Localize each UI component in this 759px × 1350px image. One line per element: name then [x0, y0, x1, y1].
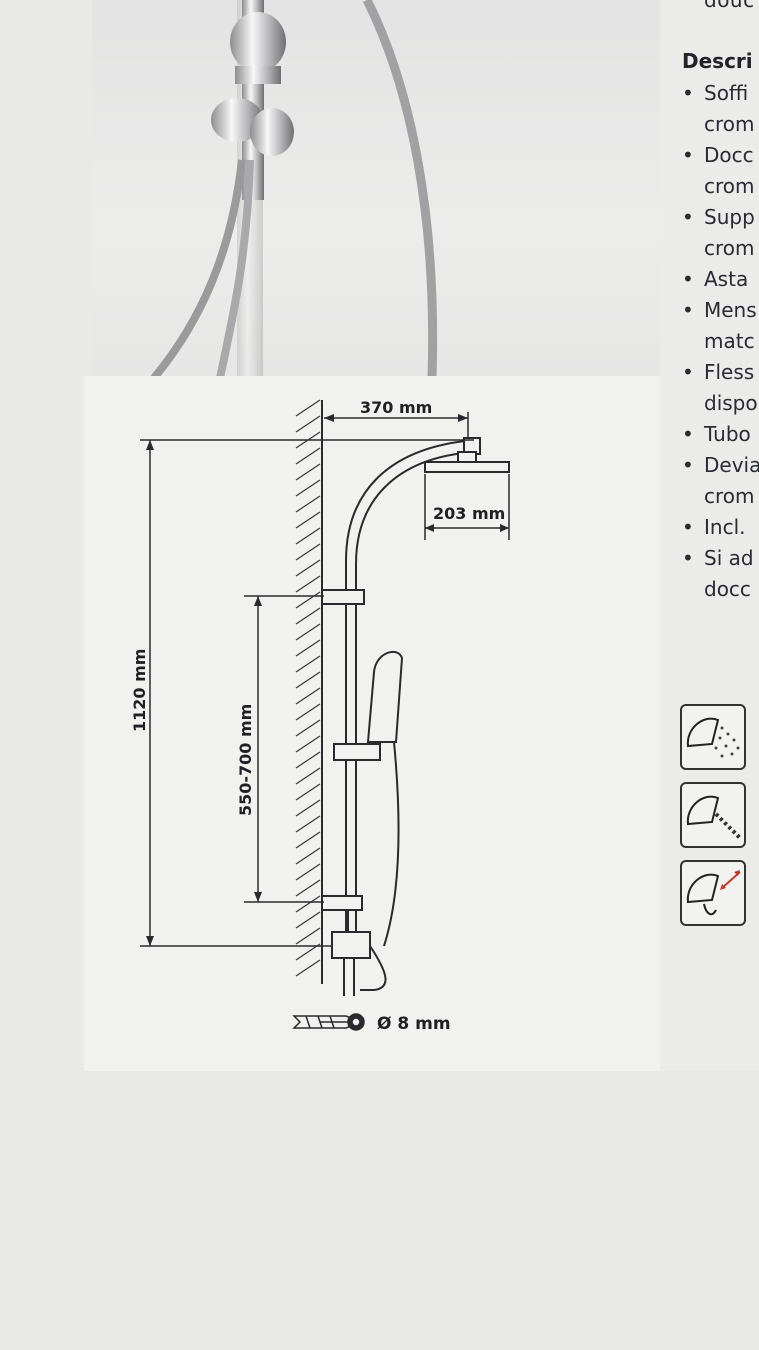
dimension-total-height [140, 439, 474, 947]
shower-massage-jet-icon [680, 782, 746, 848]
list-item: •Supp [682, 205, 755, 229]
function-icons [680, 704, 746, 938]
description-column: douc Descri •Soffi crom •Docc crom •Supp… [660, 0, 759, 1082]
list-item: •Incl. [682, 515, 746, 539]
shower-spray-icon [680, 704, 746, 770]
technical-drawing: 370 mm 203 mm 1120 mm 550-700 mm [84, 376, 660, 1071]
dimension-bar-range [244, 595, 324, 903]
description-heading: Descri [682, 49, 753, 73]
width-label: 370 mm [360, 398, 432, 417]
dimension-width [324, 412, 469, 438]
list-item-continuation: crom [704, 484, 755, 508]
feature-list: •Soffi crom •Docc crom •Supp crom •Asta … [682, 78, 759, 605]
dimension-diagram: 370 mm 203 mm 1120 mm 550-700 mm [130, 398, 510, 1034]
wall-hatching [295, 399, 323, 984]
wall-anchor-icon [292, 1013, 365, 1031]
bar-range-label: 550-700 mm [236, 704, 255, 816]
page-margin [0, 1071, 759, 1350]
list-item-continuation: dispo [704, 391, 758, 415]
list-item: •Tubo [682, 422, 751, 446]
list-item: •Fless [682, 360, 755, 384]
product-photo [92, 0, 662, 378]
top-text-fragment: douc [704, 0, 755, 12]
head-diameter-label: 203 mm [433, 504, 505, 523]
list-item: •Devia [682, 453, 759, 477]
list-item: •Docc [682, 143, 754, 167]
anchor-label: Ø 8 mm [377, 1014, 451, 1034]
list-item-continuation: matc [704, 329, 755, 353]
list-item: •Mens [682, 298, 757, 322]
list-item-continuation: crom [704, 236, 755, 260]
list-item: •Soffi [682, 81, 749, 105]
list-item: •Si ad [682, 546, 754, 570]
list-item-continuation: crom [704, 112, 755, 136]
shower-adjustable-icon [680, 860, 746, 926]
shower-photo-illustration [150, 0, 438, 378]
total-height-label: 1120 mm [130, 649, 149, 732]
shower-column [321, 437, 510, 996]
list-item-continuation: crom [704, 174, 755, 198]
list-item: •Asta [682, 267, 749, 291]
dimension-head [424, 474, 510, 540]
list-item-continuation: docc [704, 577, 751, 601]
